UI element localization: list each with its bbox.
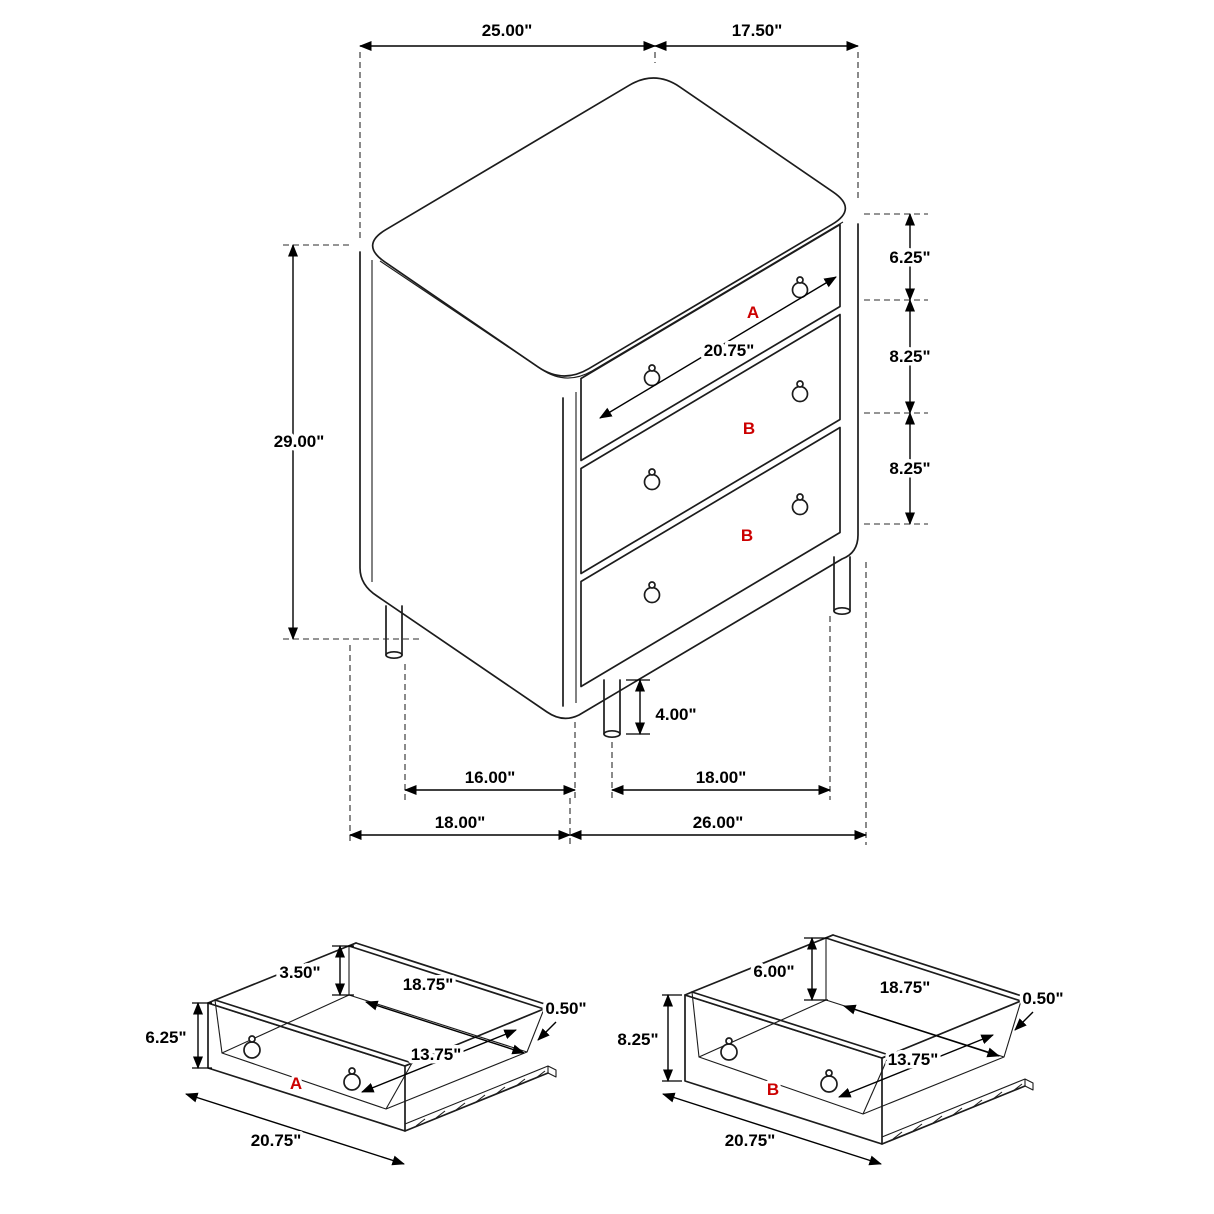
dim-a-outer-width-line (185, 1092, 405, 1166)
dim-leg-span-right-label: 18.00" (696, 768, 747, 787)
drawer-b-detail-letter: B (767, 1080, 779, 1099)
drawer-a-front-panel (207, 1002, 406, 1132)
dim-b-outer-width-label: 20.75" (725, 1131, 776, 1150)
dimension-labels: 25.00" 17.50" 6.25" 8.25" 8.25" 29.00" A… (270, 18, 934, 836)
dim-b-wall-thickness-line (1014, 1011, 1034, 1031)
knob-icon (343, 1073, 361, 1091)
main-chest-view: 25.00" 17.50" 6.25" 8.25" 8.25" 29.00" A… (270, 18, 934, 845)
drawer-a-inner-edge (526, 1008, 545, 1053)
dim-drawer-width-label: 20.75" (704, 341, 755, 360)
drawer-a-left-wall-top (214, 942, 357, 1001)
drawer-a-knobs (243, 1035, 361, 1091)
knob-icon (648, 468, 656, 476)
drawer-b-front-panel (684, 994, 883, 1145)
extension-lines (283, 52, 928, 845)
chest-legs (385, 556, 851, 739)
dim-b-front-height-label: 8.25" (617, 1030, 658, 1049)
right-leg (833, 556, 851, 616)
drawer-b-middle-letter: B (743, 419, 755, 438)
dim-a-inner-depth-line (361, 1029, 517, 1093)
dim-drawer2-height-label: 8.25" (889, 347, 930, 366)
knob-icon (643, 586, 661, 604)
dim-top-width-label: 25.00" (482, 21, 533, 40)
dim-b-inner-depth-line (838, 1034, 994, 1098)
dim-leg-height-label: 4.00" (655, 705, 696, 724)
dim-a-back-height-label: 3.50" (279, 963, 320, 982)
dimension-lines (287, 40, 916, 841)
dim-a-wall-thickness-label: 0.50" (545, 999, 586, 1018)
knob-icon (243, 1041, 261, 1059)
drawer-b-knobs (720, 1037, 838, 1093)
drawer-b-inner-edge (1003, 1000, 1022, 1058)
dim-drawer-width-line (599, 276, 837, 419)
knob-icon (796, 493, 804, 501)
chest-body-outline (359, 223, 859, 720)
knob-icon (820, 1075, 838, 1093)
knob-icon (248, 1035, 256, 1043)
drawer-a-letter: A (747, 303, 759, 322)
knob-icon (643, 473, 661, 491)
front-leg (603, 679, 621, 739)
dim-a-outer-width-label: 20.75" (251, 1131, 302, 1150)
dim-a-inner-width-label: 18.75" (403, 975, 454, 994)
drawer-a-detail-view: 3.50" 18.75" 0.50" 13.75" 6.25" A 20.75" (142, 942, 590, 1166)
drawer-b-detail-view: 6.00" 18.75" 0.50" 13.75" 8.25" B 20.75" (614, 934, 1067, 1166)
drawer-a-slide-rail (404, 1065, 557, 1132)
knob-icon (648, 581, 656, 589)
dim-b-inner-depth-label: 13.75" (888, 1050, 939, 1069)
knob-icon (796, 380, 804, 388)
dim-overall-height-label: 29.00" (274, 432, 325, 451)
drawer-b-bottom-letter: B (741, 526, 753, 545)
dim-a-inner-depth-label: 13.75" (411, 1045, 462, 1064)
dim-base-depth-label: 18.00" (435, 813, 486, 832)
drawer-front-3 (580, 426, 841, 688)
drawer-b-inner-edge (691, 991, 700, 1058)
drawer-a-dimensions: 3.50" 18.75" 0.50" 13.75" 6.25" A 20.75" (142, 944, 590, 1166)
knob-icon (648, 364, 656, 372)
drawer-a-detail-letter: A (290, 1074, 302, 1093)
knob-icon (348, 1067, 356, 1075)
dim-b-inner-width-label: 18.75" (880, 978, 931, 997)
dim-top-depth-label: 17.50" (732, 21, 783, 40)
dim-a-front-height-label: 6.25" (145, 1028, 186, 1047)
dim-a-wall-thickness-line (537, 1021, 557, 1041)
dim-b-back-height-label: 6.00" (753, 962, 794, 981)
dim-b-wall-thickness-label: 0.50" (1022, 989, 1063, 1008)
dim-b-outer-width-line (662, 1092, 882, 1166)
knob-icon (791, 498, 809, 516)
drawer-b-dimensions: 6.00" 18.75" 0.50" 13.75" 8.25" B 20.75" (614, 936, 1067, 1166)
knob-icon (791, 385, 809, 403)
drawer-a-inner-edge (214, 999, 223, 1054)
drawer-b-right-wall-top-inner (888, 1000, 1022, 1056)
knob-icon (720, 1043, 738, 1061)
drawer-b-slide-rail (881, 1078, 1034, 1145)
dim-drawer3-height-label: 8.25" (889, 459, 930, 478)
knob-icon (825, 1069, 833, 1077)
dim-leg-span-left-label: 16.00" (465, 768, 516, 787)
left-leg (385, 605, 403, 660)
knob-icon (796, 276, 804, 284)
dim-base-width-label: 26.00" (693, 813, 744, 832)
drawer-a-box (207, 942, 557, 1132)
knob-icon (725, 1037, 733, 1045)
dim-drawer1-height-label: 6.25" (889, 248, 930, 267)
